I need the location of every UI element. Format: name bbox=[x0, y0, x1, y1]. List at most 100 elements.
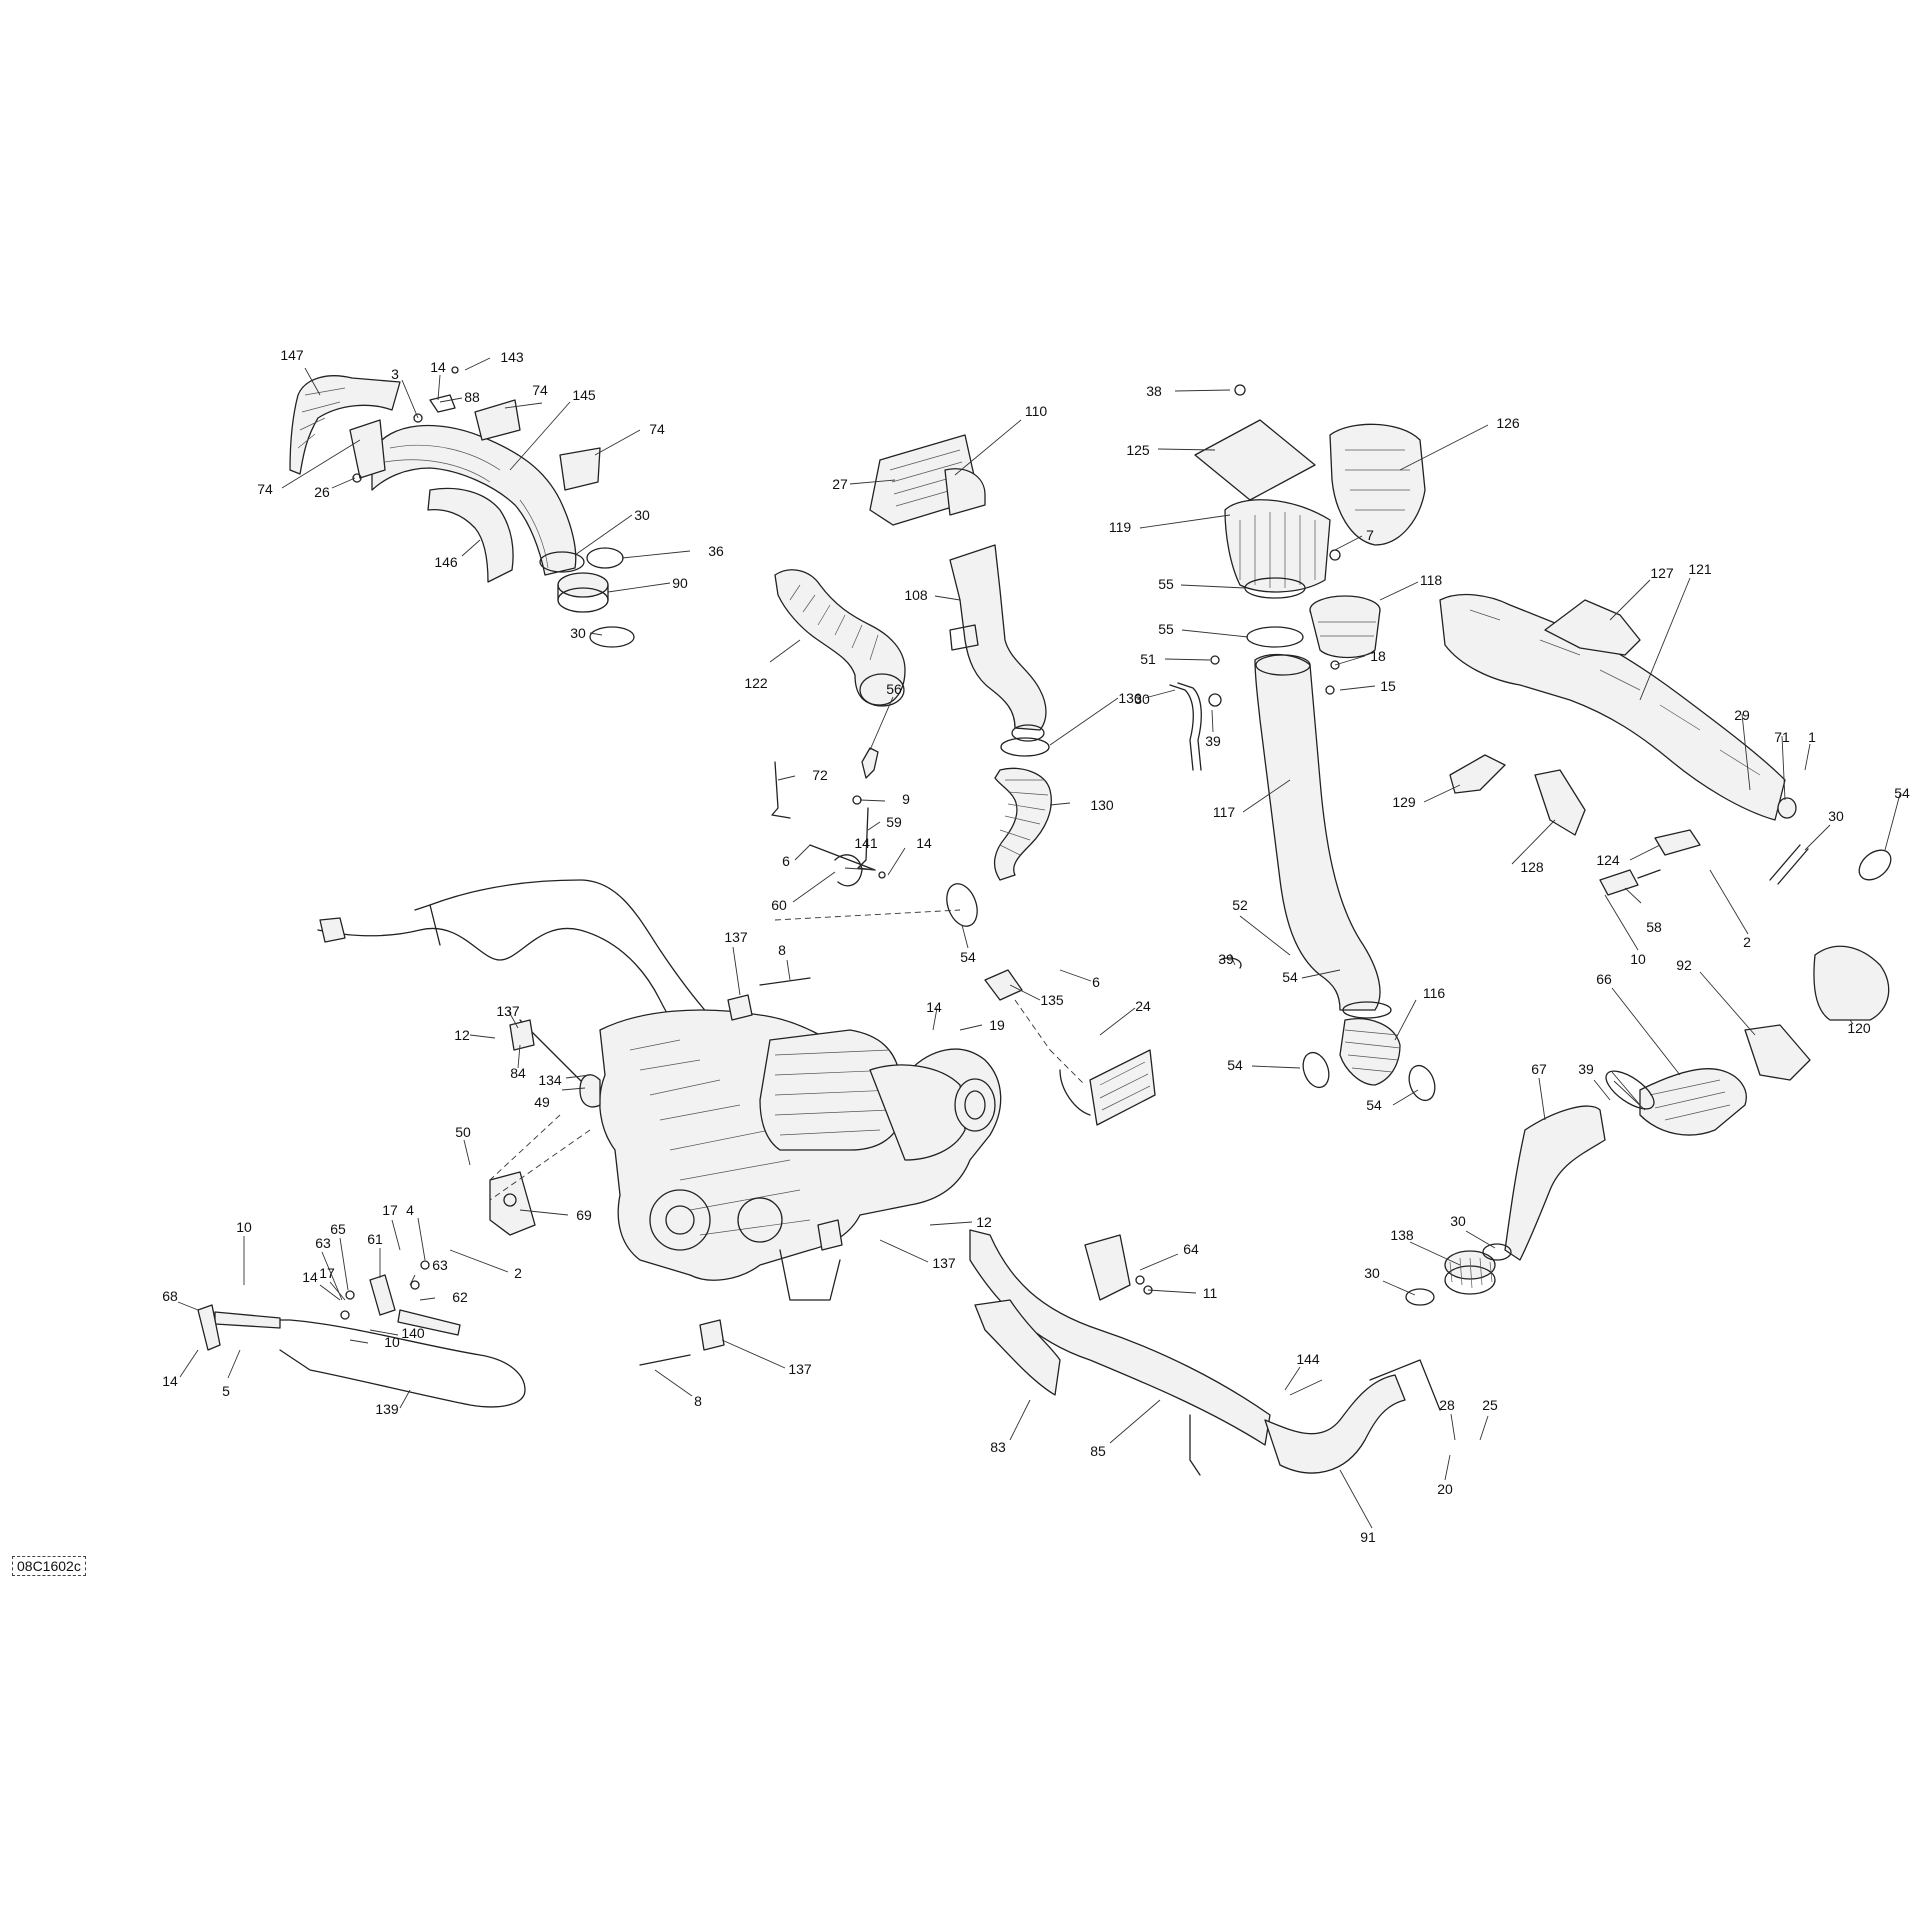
hose-122 bbox=[774, 569, 906, 707]
boot-116 bbox=[1339, 1018, 1401, 1086]
callout: 2 bbox=[1743, 934, 1751, 950]
callout: 54 bbox=[1894, 785, 1910, 801]
callout: 126 bbox=[1496, 415, 1520, 431]
elbow-120 bbox=[1813, 945, 1890, 1021]
callout: 17 bbox=[319, 1265, 335, 1281]
callout: 27 bbox=[832, 476, 848, 492]
clamp-30-lower bbox=[589, 626, 635, 648]
callout: 7 bbox=[1366, 527, 1374, 543]
lever-61-65 bbox=[340, 1260, 430, 1320]
callout: 127 bbox=[1650, 565, 1674, 581]
clamp-54-left bbox=[946, 883, 978, 927]
callout: 135 bbox=[1040, 992, 1064, 1008]
bracket-124 bbox=[1654, 829, 1701, 856]
callout: 146 bbox=[434, 554, 458, 570]
mount-137-c bbox=[817, 1219, 843, 1251]
callout: 54 bbox=[1282, 969, 1298, 985]
sensor-58 bbox=[1599, 869, 1661, 896]
clamp-54-right bbox=[1858, 849, 1892, 881]
clamp-54-mid bbox=[1342, 1001, 1392, 1019]
engine-assembly bbox=[579, 1009, 1002, 1301]
callout: 71 bbox=[1774, 729, 1790, 745]
parts-layer bbox=[197, 366, 1892, 1476]
boot-130 bbox=[993, 767, 1052, 881]
intake-cover-110 bbox=[869, 434, 986, 526]
callout: 85 bbox=[1090, 1443, 1106, 1459]
mount-137-d bbox=[699, 1319, 725, 1351]
callout: 12 bbox=[454, 1027, 470, 1043]
outlet-66 bbox=[1639, 1068, 1747, 1136]
callout: 25 bbox=[1482, 1397, 1498, 1413]
callout: 6 bbox=[1092, 974, 1100, 990]
callout: 130 bbox=[1090, 797, 1114, 813]
callout: 117 bbox=[1213, 804, 1236, 820]
callout: 8 bbox=[694, 1393, 702, 1409]
exhaust-pipe-85 bbox=[969, 1229, 1271, 1476]
callout: 38 bbox=[1146, 383, 1162, 399]
callout: 137 bbox=[496, 1003, 520, 1019]
callout: 143 bbox=[500, 349, 524, 365]
duct-67 bbox=[1504, 1105, 1606, 1261]
bushing-71 bbox=[1777, 797, 1797, 819]
callout: 1 bbox=[1808, 729, 1816, 745]
callout: 83 bbox=[990, 1439, 1006, 1455]
callout: 72 bbox=[812, 767, 828, 783]
callout: 61 bbox=[367, 1231, 383, 1247]
callout: 4 bbox=[406, 1202, 414, 1218]
callout: 17 bbox=[382, 1202, 398, 1218]
callout: 54 bbox=[1366, 1097, 1382, 1113]
callout: 139 bbox=[375, 1401, 399, 1417]
callout: 30 bbox=[1134, 691, 1150, 707]
reference-code-label: 08C1602c bbox=[12, 1556, 86, 1576]
callout: 19 bbox=[989, 1017, 1005, 1033]
callout: 119 bbox=[1109, 519, 1132, 535]
callout: 10 bbox=[1630, 951, 1646, 967]
callout: 74 bbox=[649, 421, 665, 437]
callout: 124 bbox=[1596, 852, 1620, 868]
callout: 140 bbox=[401, 1325, 425, 1341]
leader-lines bbox=[177, 357, 1901, 1529]
plate-125 bbox=[1194, 419, 1316, 501]
callout: 134 bbox=[538, 1072, 562, 1088]
callout: 20 bbox=[1437, 1481, 1453, 1497]
mount-137-a bbox=[727, 994, 753, 1021]
callout: 118 bbox=[1420, 572, 1443, 588]
callout: 64 bbox=[1183, 1241, 1199, 1257]
heat-shield-83 bbox=[974, 1299, 1061, 1396]
callout: 26 bbox=[314, 484, 330, 500]
callout: 9 bbox=[902, 791, 910, 807]
callout: 18 bbox=[1370, 648, 1386, 664]
clamp-30-mid bbox=[1000, 737, 1050, 757]
callout: 11 bbox=[1203, 1285, 1218, 1301]
bracket-92 bbox=[1744, 1024, 1811, 1081]
callout: 52 bbox=[1232, 897, 1248, 913]
callout: 138 bbox=[1390, 1227, 1414, 1243]
callout: 121 bbox=[1688, 561, 1712, 577]
callout: 30 bbox=[1364, 1265, 1380, 1281]
bracket-135 bbox=[984, 969, 1023, 1001]
callout: 54 bbox=[1227, 1057, 1243, 1073]
coupler-138 bbox=[1444, 1250, 1496, 1295]
callout-labels: 147 3 14 143 88 74 145 74 74 26 30 36 14… bbox=[162, 347, 1910, 1545]
callout: 14 bbox=[916, 835, 932, 851]
callout: 60 bbox=[771, 897, 787, 913]
callout: 14 bbox=[302, 1269, 318, 1285]
shield-74-pieces bbox=[349, 399, 601, 491]
callout: 120 bbox=[1847, 1020, 1871, 1036]
gasket-39 bbox=[1605, 1070, 1655, 1110]
callout: 49 bbox=[534, 1094, 550, 1110]
callout: 74 bbox=[532, 382, 548, 398]
clamps-54-lower bbox=[1302, 1051, 1436, 1102]
cover-126 bbox=[1329, 423, 1426, 546]
callout: 5 bbox=[222, 1383, 230, 1399]
callout: 144 bbox=[1296, 1351, 1320, 1367]
callout: 30 bbox=[570, 625, 586, 641]
callout: 14 bbox=[430, 359, 446, 375]
callout: 30 bbox=[1828, 808, 1844, 824]
callout: 29 bbox=[1734, 707, 1750, 723]
callout: 14 bbox=[926, 999, 942, 1015]
callout: 51 bbox=[1140, 651, 1156, 667]
callout: 10 bbox=[384, 1334, 400, 1350]
coupler-90 bbox=[557, 572, 609, 613]
small-hardware-airbox bbox=[1208, 384, 1341, 969]
